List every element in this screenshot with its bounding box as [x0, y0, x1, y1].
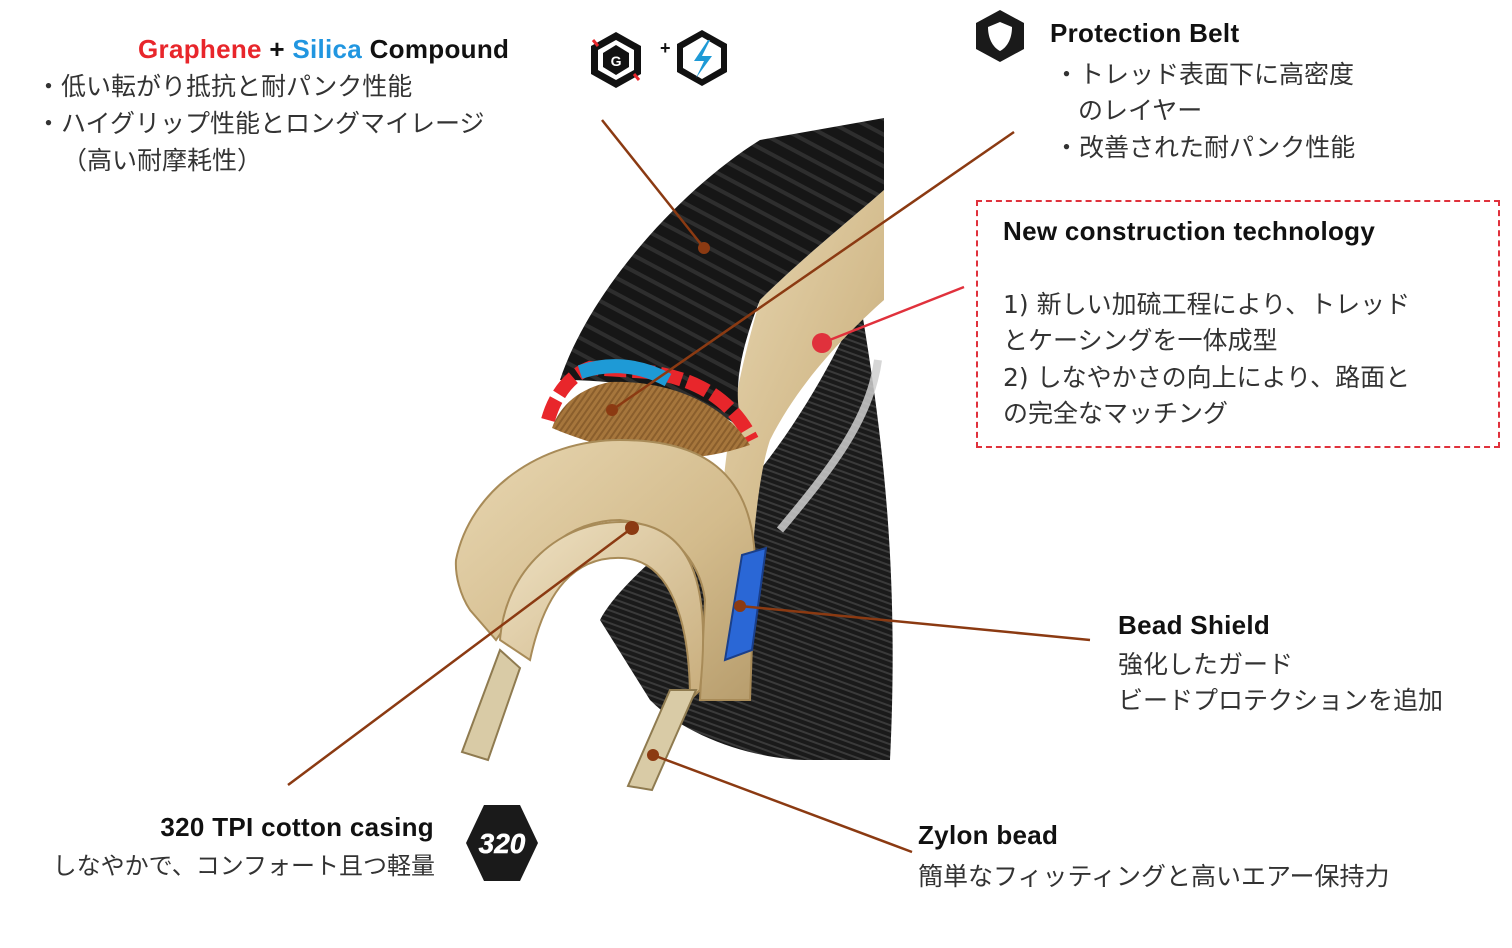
- svg-text:320: 320: [479, 828, 526, 859]
- protection-belt: [552, 381, 750, 459]
- leader-compound: [601, 119, 705, 249]
- compound-heading: Graphene + Silica Compound: [138, 34, 509, 65]
- leader-protection: [611, 130, 1015, 412]
- bead-shield-line-1: 強化したガード: [1118, 650, 1294, 679]
- zylon-subtitle: 簡単なフィッティングと高いエアー保持力: [918, 862, 1390, 891]
- silica-lightning-icon: [677, 30, 727, 86]
- svg-text:G: G: [611, 53, 622, 69]
- compound-graphene-word: Graphene: [138, 34, 262, 64]
- construction-title: New construction technology: [1003, 216, 1376, 246]
- casing-inner: [498, 520, 705, 703]
- bead-shield-line-2: ビードプロテクションを追加: [1118, 686, 1444, 715]
- protection-bullet-2: のレイヤー: [1078, 96, 1203, 125]
- shield-icon: [976, 10, 1024, 62]
- bead-shield-title: Bead Shield: [1118, 610, 1271, 640]
- sidewall-highlight: [776, 359, 882, 533]
- construction-callout-box: [976, 200, 1500, 448]
- leader-lines: [287, 119, 1091, 854]
- construction-line-1: 1) 新しい加硫工程により、トレッド: [1003, 290, 1411, 319]
- dot-casing: [625, 521, 639, 535]
- casing-title: 320 TPI cotton casing: [160, 812, 434, 842]
- tire-tread: [560, 118, 884, 430]
- dot-protection: [606, 404, 618, 416]
- construction-line-2: とケーシングを一体成型: [1003, 326, 1278, 355]
- compound-bullet-1: ・低い転がり抵抗と耐パンク性能: [36, 72, 413, 101]
- dot-construction: [812, 333, 832, 353]
- compound-bullet-3: （高い耐摩耗性）: [62, 146, 263, 175]
- casing-subtitle: しなやかで、コンフォート且つ軽量: [52, 852, 435, 880]
- construction-line-3: 2) しなやかさの向上により、路面と: [1003, 363, 1411, 392]
- compound-bullet-2: ・ハイグリップ性能とロングマイレージ: [36, 109, 485, 138]
- compound-compound-word: Compound: [369, 34, 510, 64]
- logo-plus: +: [660, 38, 671, 58]
- graphene-g-icon: G: [591, 32, 641, 88]
- compound-plus: +: [269, 34, 285, 64]
- dot-zylon: [647, 749, 659, 761]
- protection-title: Protection Belt: [1050, 18, 1240, 48]
- dot-bead-shield: [734, 600, 746, 612]
- tan-sidewall-band: [720, 190, 884, 560]
- tpi-320-badge-icon: 320: [466, 805, 538, 881]
- construction-line-4: の完全なマッチング: [1003, 399, 1229, 428]
- bead-wire-right: [626, 689, 698, 792]
- protection-bullet-3: ・改善された耐パンク性能: [1054, 133, 1356, 162]
- compound-silica-word: Silica: [292, 34, 363, 64]
- leader-bead-shield: [739, 604, 1091, 642]
- leader-construction: [821, 285, 965, 345]
- leader-zylon: [652, 753, 913, 854]
- protection-bullet-1: ・トレッド表面下に高密度: [1054, 60, 1355, 89]
- zylon-title: Zylon bead: [918, 820, 1059, 850]
- dot-compound: [698, 242, 710, 254]
- bead-wire-left: [460, 648, 522, 762]
- leader-casing: [287, 526, 633, 787]
